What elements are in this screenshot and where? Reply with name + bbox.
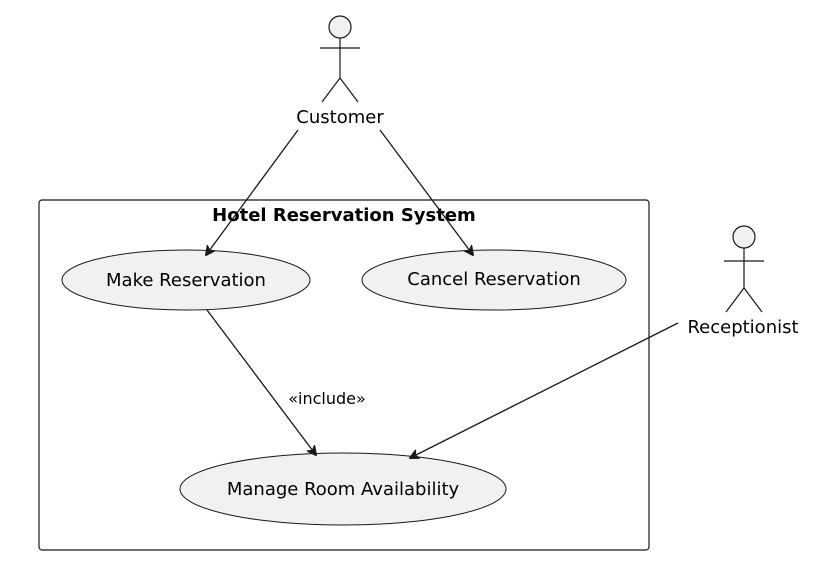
system-title: Hotel Reservation System bbox=[212, 205, 476, 226]
use-case-manage-room-availability: Manage Room Availability bbox=[179, 452, 507, 526]
edge-make-reservation-include-manage-room bbox=[206, 309, 316, 455]
use-case-cancel-reservation: Cancel Reservation bbox=[361, 249, 627, 311]
edge-customer-make-reservation bbox=[206, 129, 299, 255]
include-stereotype-label: «include» bbox=[288, 389, 366, 408]
actor-receptionist-label: Receptionist bbox=[687, 317, 798, 338]
actor-customer-label: Customer bbox=[296, 107, 384, 128]
edge-customer-cancel-reservation bbox=[379, 129, 473, 255]
use-case-manage-room-availability-label: Manage Room Availability bbox=[227, 479, 460, 500]
actor-customer: Customer bbox=[296, 15, 384, 128]
actor-receptionist: Receptionist bbox=[687, 225, 799, 338]
customer-figure-icon bbox=[320, 15, 360, 103]
use-case-make-reservation-label: Make Reservation bbox=[106, 270, 266, 291]
system-boundary: Hotel Reservation System bbox=[38, 199, 650, 551]
system-boundary-rect bbox=[38, 199, 650, 551]
receptionist-figure-icon bbox=[724, 225, 764, 313]
edge-receptionist-manage-room bbox=[410, 322, 679, 458]
use-case-cancel-reservation-label: Cancel Reservation bbox=[407, 269, 581, 290]
use-case-make-reservation: Make Reservation bbox=[61, 249, 311, 311]
